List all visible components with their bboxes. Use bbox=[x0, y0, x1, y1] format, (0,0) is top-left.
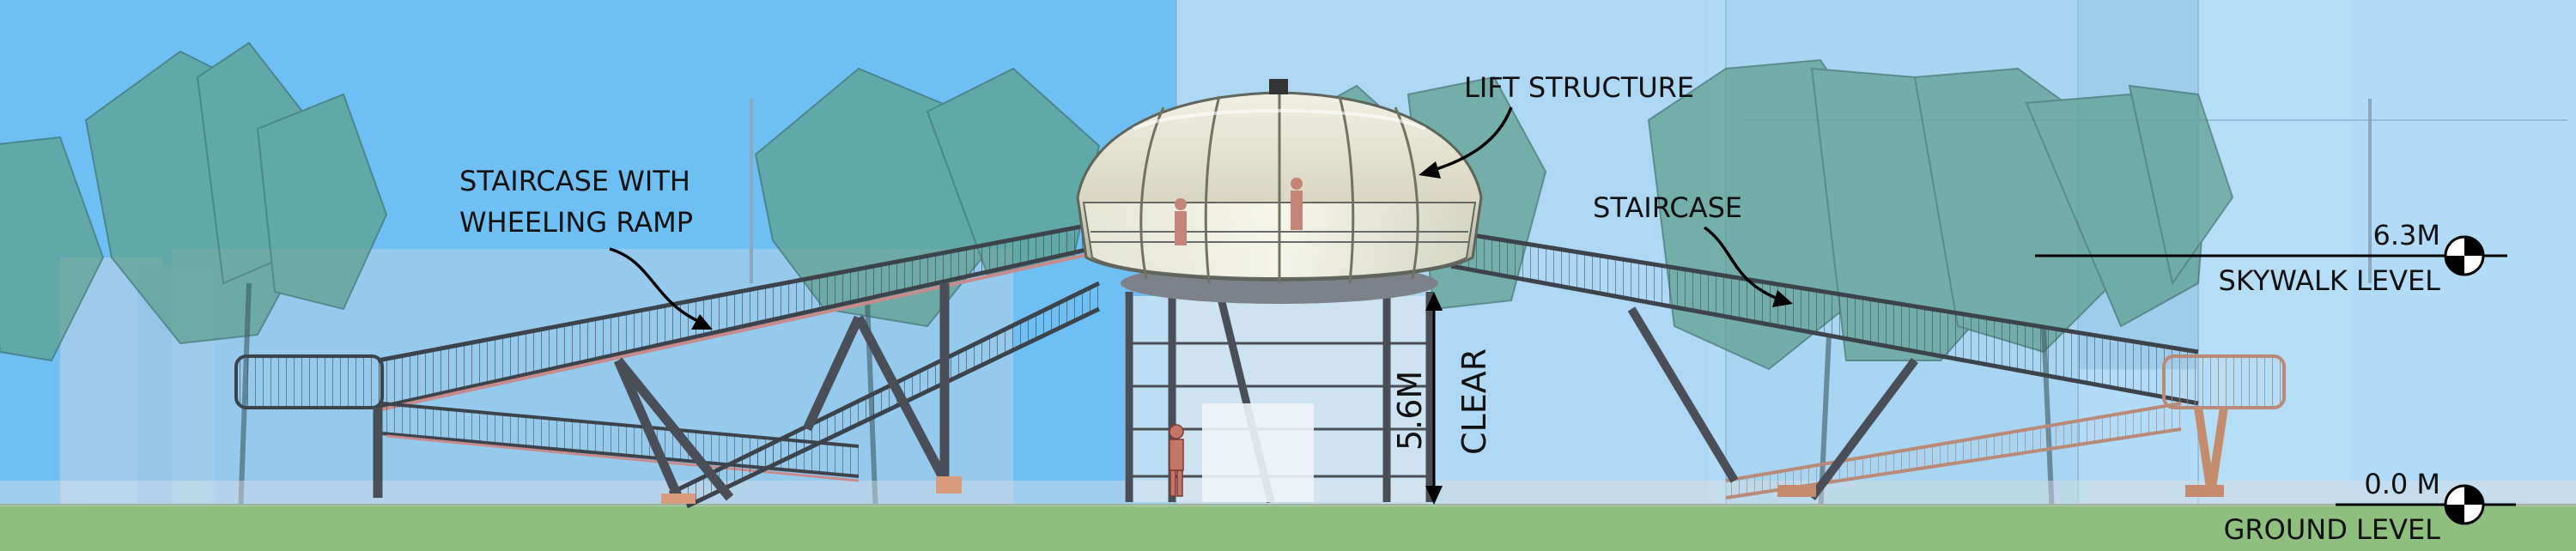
clearance-word: CLEAR bbox=[1455, 348, 1493, 455]
staircase-with-ramp-line2: WHEELING RAMP bbox=[459, 206, 693, 239]
figure-in-lift bbox=[1175, 178, 1303, 245]
ground-level-value: 0.0 M bbox=[2364, 468, 2440, 500]
callout-staircase: STAIRCASE bbox=[1593, 191, 1793, 307]
street-lamps bbox=[750, 99, 2372, 283]
skywalk-level-value: 6.3M bbox=[2373, 219, 2441, 251]
staircase-with-ramp-line1: STAIRCASE WITH bbox=[459, 165, 690, 197]
staircase-with-ramp bbox=[234, 222, 1101, 509]
callout-lift-structure: LIFT STRUCTURE bbox=[1419, 71, 1694, 179]
clearance-dimension: 5.6M CLEAR bbox=[1391, 292, 1493, 505]
skywalk-level-marker: 6.3M SKYWALK LEVEL bbox=[2035, 219, 2507, 297]
clearance-value: 5.6M bbox=[1391, 371, 1429, 451]
skywalk-level-label: SKYWALK LEVEL bbox=[2219, 264, 2441, 297]
callout-staircase-with-ramp: STAIRCASE WITH WHEELING RAMP bbox=[459, 165, 713, 330]
lift-structure bbox=[1076, 79, 1483, 504]
person-ground-level bbox=[1169, 424, 1184, 497]
ground bbox=[0, 505, 2576, 551]
ground-level-label: GROUND LEVEL bbox=[2224, 513, 2441, 546]
lift-structure-label: LIFT STRUCTURE bbox=[1464, 71, 1694, 104]
ground-level-marker: 0.0 M GROUND LEVEL bbox=[2224, 468, 2516, 546]
staircase-right bbox=[1450, 229, 2286, 500]
staircase-label: STAIRCASE bbox=[1593, 191, 1742, 224]
